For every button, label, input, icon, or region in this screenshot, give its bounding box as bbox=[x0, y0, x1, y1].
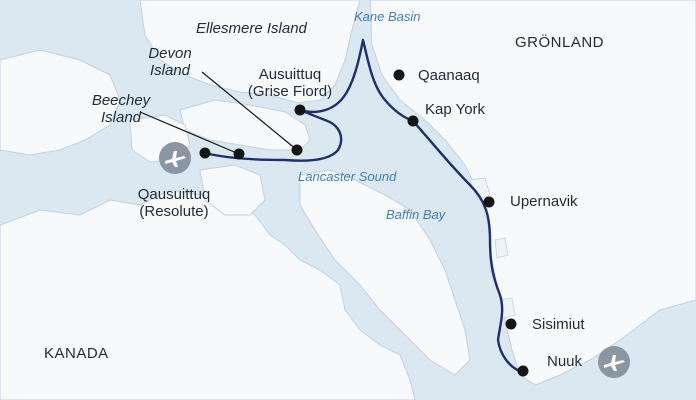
land-baffin-island bbox=[299, 169, 471, 376]
airplane-icon bbox=[159, 142, 191, 174]
stop-marker-sisimiut[interactable] bbox=[505, 318, 517, 330]
place-label-devon-line2: Island bbox=[149, 62, 191, 79]
place-label-resolute: Qausuittuq (Resolute) bbox=[128, 186, 220, 220]
place-label-grise-fiord: Ausuittuq (Grise Fiord) bbox=[236, 66, 344, 100]
place-label-resolute-line2: (Resolute) bbox=[139, 203, 209, 220]
cruise-route bbox=[203, 38, 524, 374]
stop-marker-upernavik[interactable] bbox=[483, 196, 495, 208]
water-label-lancaster-sound: Lancaster Sound bbox=[298, 169, 397, 184]
country-label-greenland: GRÖNLAND bbox=[515, 34, 605, 51]
land-devon-island bbox=[179, 99, 311, 151]
stop-marker-nuuk[interactable] bbox=[517, 365, 529, 377]
place-label-sisimiut: Sisimiut bbox=[532, 316, 585, 333]
land-ellesmere-island bbox=[139, 0, 361, 104]
stop-marker-qaanaaq[interactable] bbox=[393, 69, 405, 81]
land-canada-mainland bbox=[0, 189, 416, 400]
place-label-qaanaaq: Qaanaaq bbox=[418, 67, 480, 84]
place-label-nuuk: Nuuk bbox=[547, 353, 583, 370]
country-label-canada: KANADA bbox=[44, 345, 109, 362]
place-label-devon-island: Devon Island bbox=[138, 45, 202, 79]
land-somerset-island bbox=[199, 164, 266, 216]
place-label-beechey-line1: Beechey bbox=[91, 92, 151, 109]
place-label-grise-fiord-line1: Ausuittuq bbox=[258, 66, 322, 83]
water-label-kane-basin: Kane Basin bbox=[354, 9, 421, 24]
place-label-kap-york: Kap York bbox=[425, 101, 486, 118]
place-label-upernavik: Upernavik bbox=[510, 193, 578, 210]
region-label-ellesmere: Ellesmere Island bbox=[196, 20, 307, 37]
land-western-islands bbox=[0, 49, 121, 156]
airplane-icon bbox=[598, 346, 630, 378]
place-label-devon-line1: Devon bbox=[148, 45, 192, 62]
leader-line-devon bbox=[201, 71, 298, 151]
place-label-resolute-line1: Qausuittuq bbox=[137, 186, 211, 203]
stop-marker-grise-fiord[interactable] bbox=[294, 104, 306, 116]
water-label-baffin-bay: Baffin Bay bbox=[386, 207, 446, 222]
place-label-grise-fiord-line2: (Grise Fiord) bbox=[247, 83, 333, 100]
stop-marker-resolute[interactable] bbox=[199, 147, 211, 159]
stop-marker-kap-york[interactable] bbox=[407, 115, 419, 127]
place-label-beechey-island: Beechey Island bbox=[84, 92, 158, 126]
leader-line-beechey bbox=[139, 111, 240, 155]
place-label-beechey-line2: Island bbox=[100, 109, 142, 126]
